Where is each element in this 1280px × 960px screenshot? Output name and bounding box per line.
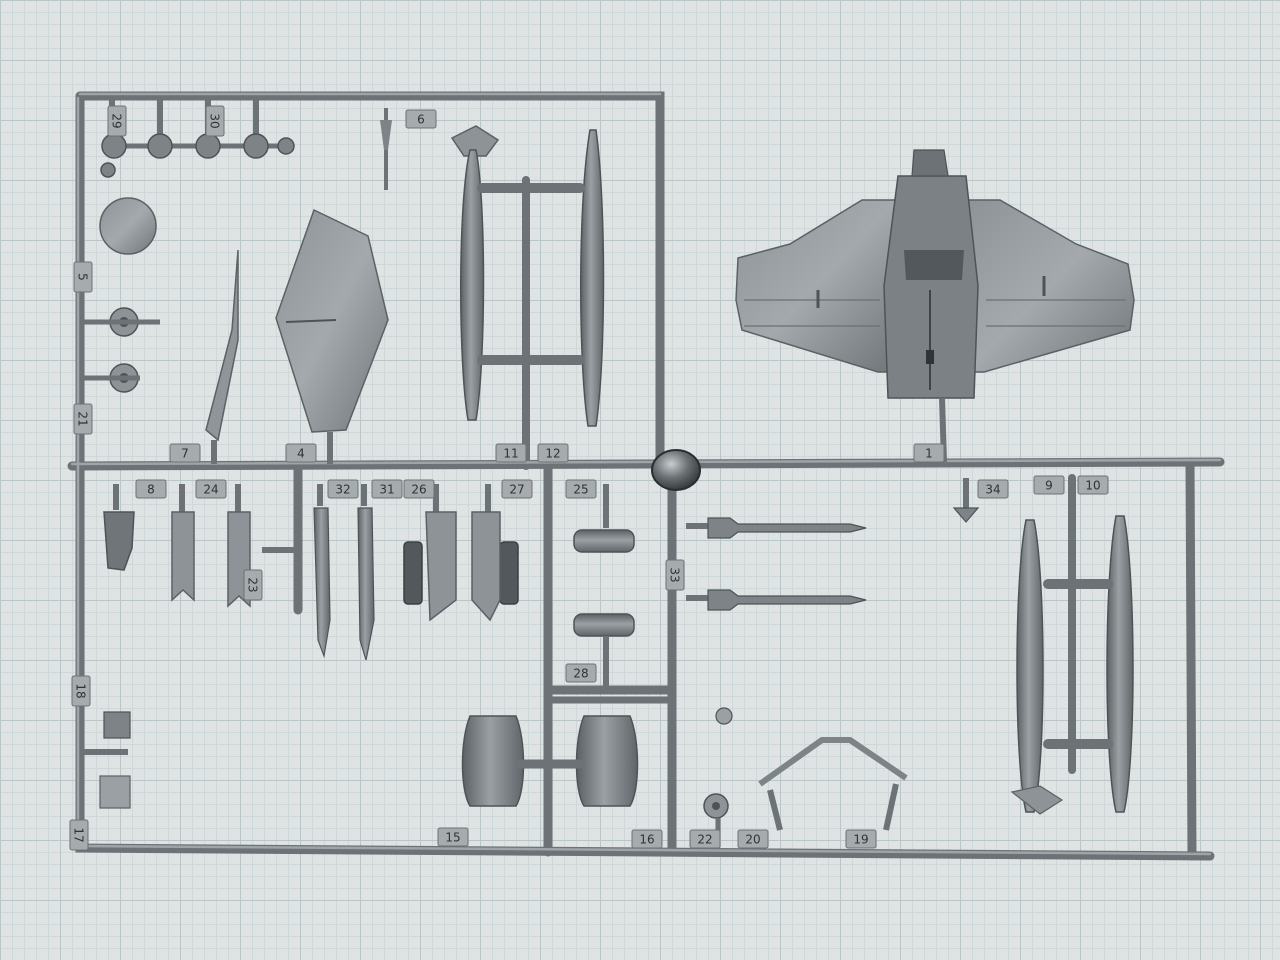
part-number-label: 9 — [1045, 479, 1053, 493]
part-number-label: 34 — [985, 483, 1000, 497]
part-number-label: 8 — [147, 483, 155, 497]
part-number-label: 18 — [74, 683, 88, 698]
part-number-label: 27 — [509, 483, 524, 497]
part-number-label: 31 — [379, 483, 394, 497]
part-number-label: 26 — [411, 483, 426, 497]
part-number-label: 29 — [110, 113, 124, 128]
part-number-label: 19 — [853, 833, 868, 847]
part-number-tag: 20 — [737, 829, 769, 849]
small-cylinder-parts — [573, 484, 635, 690]
part-number-label: 1 — [925, 447, 933, 461]
part-number-tag: 29 — [107, 105, 127, 137]
drop-tanks-lower — [1010, 515, 1134, 815]
part-number-tag: 11 — [495, 443, 527, 463]
part-number-tag: 31 — [371, 479, 403, 499]
part-number-tag: 33 — [665, 559, 685, 591]
part-number-tag: 15 — [437, 827, 469, 847]
part-number-tag: 8 — [135, 479, 167, 499]
part-number-label: 22 — [697, 833, 712, 847]
part-number-tag: 28 — [565, 663, 597, 683]
gear-doors — [403, 484, 519, 622]
part-number-tag: 7 — [169, 443, 201, 463]
part-number-label: 11 — [503, 447, 518, 461]
part-number-tag: 22 — [689, 829, 721, 849]
part-number-tag: 32 — [327, 479, 359, 499]
part-number-label: 20 — [745, 833, 760, 847]
part-number-tag: 16 — [631, 829, 663, 849]
part-number-label: 10 — [1085, 479, 1100, 493]
part-number-label: 33 — [668, 567, 682, 582]
part-number-label: 4 — [297, 447, 305, 461]
rocket-parts — [686, 517, 867, 611]
part-number-tag: 30 — [205, 105, 225, 137]
part-number-tag: 26 — [403, 479, 435, 499]
part-number-tag: 21 — [73, 403, 93, 435]
part-number-label: 21 — [76, 411, 90, 426]
part-number-tag: 12 — [537, 443, 569, 463]
part-number-tag: 4 — [285, 443, 317, 463]
blade-parts — [294, 484, 375, 661]
part-number-tag: 25 — [565, 479, 597, 499]
part-number-tag: 23 — [243, 569, 263, 601]
small-bracket-parts — [103, 484, 296, 608]
intake-parts — [461, 715, 639, 807]
nose-cone-part — [84, 197, 160, 393]
part-number-tag: 18 — [71, 675, 91, 707]
part-number-tag: 6 — [405, 109, 437, 129]
part-number-label: 7 — [181, 447, 189, 461]
part-number-tag: 9 — [1033, 475, 1065, 495]
strut-part-7 — [205, 249, 239, 464]
drop-tanks-upper — [450, 125, 605, 427]
part-number-label: 16 — [639, 833, 654, 847]
arrow-part-34 — [952, 478, 980, 523]
part-number-label: 5 — [76, 273, 90, 281]
part-number-tag: 34 — [977, 479, 1009, 499]
part-number-tag: 27 — [501, 479, 533, 499]
part-number-label: 23 — [246, 577, 260, 592]
part-number-tag: 17 — [69, 819, 89, 851]
part-number-tag: 1 — [913, 443, 945, 463]
landing-gear-parts — [703, 707, 908, 832]
small-wheels-row — [100, 100, 295, 178]
part-number-tag: 10 — [1077, 475, 1109, 495]
wing-part-1 — [735, 149, 1135, 463]
part-number-label: 32 — [335, 483, 350, 497]
part-number-tag: 19 — [845, 829, 877, 849]
sprue-frame-highlight — [70, 92, 1222, 856]
part-number-label: 30 — [208, 113, 222, 128]
sprue-frame — [67, 91, 1225, 861]
part-number-label: 24 — [203, 483, 218, 497]
part-number-label: 12 — [545, 447, 560, 461]
cylinder-parts-left — [84, 711, 131, 809]
antenna-part-9 — [380, 108, 392, 190]
sprue-hub — [651, 449, 701, 491]
part-number-label: 25 — [573, 483, 588, 497]
part-number-label: 15 — [445, 831, 460, 845]
part-number-tag: 24 — [195, 479, 227, 499]
part-number-tag: 5 — [73, 261, 93, 293]
tail-fin-part-4 — [275, 208, 389, 464]
part-number-label: 17 — [72, 827, 86, 842]
part-number-label: 6 — [417, 113, 425, 127]
part-number-label: 28 — [573, 667, 588, 681]
